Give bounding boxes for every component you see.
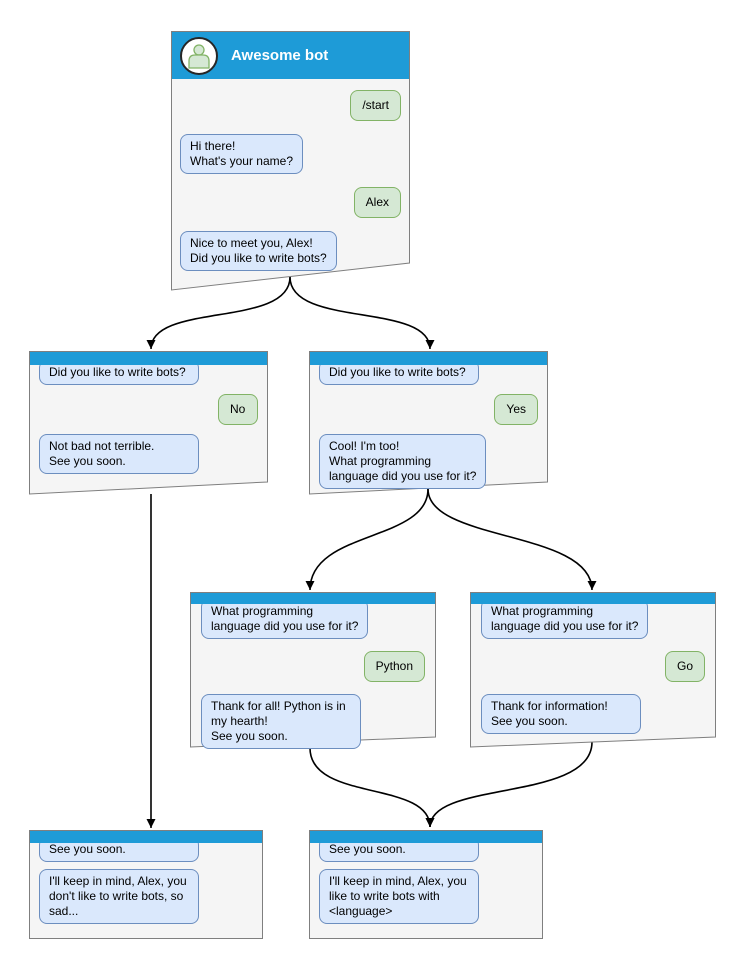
user-message: Alex xyxy=(353,187,401,218)
chat-header xyxy=(30,352,267,365)
chat-body: What programming language did you use fo… xyxy=(470,599,716,734)
chat-window-branch-yes: Did you like to write bots? Yes Cool! I'… xyxy=(309,351,548,495)
chat-body: See you soon. I'll keep in mind, Alex, y… xyxy=(29,837,263,924)
edge-yes-to-go xyxy=(427,488,597,591)
chat-body: Did you like to write bots? No Not bad n… xyxy=(29,360,268,474)
bot-message: Hi there! What's your name? xyxy=(180,134,304,174)
chat-header xyxy=(310,352,547,365)
chat-window-end-no: See you soon. I'll keep in mind, Alex, y… xyxy=(29,830,263,939)
chat-window-branch-no: Did you like to write bots? No Not bad n… xyxy=(29,351,268,495)
person-icon xyxy=(188,43,210,69)
bot-message: I'll keep in mind, Alex, you don't like … xyxy=(39,869,199,924)
bot-message: Cool! I'm too! What programming language… xyxy=(319,434,487,489)
user-message: Yes xyxy=(494,394,538,425)
edge-python-to-end xyxy=(309,747,435,828)
bot-message: What programming language did you use fo… xyxy=(481,599,649,639)
chat-header xyxy=(30,831,262,843)
chat-window-root: Awesome bot /start Hi there! What's your… xyxy=(171,31,410,291)
avatar xyxy=(180,36,218,75)
chat-window-branch-go: What programming language did you use fo… xyxy=(470,592,716,748)
chat-window-branch-python: What programming language did you use fo… xyxy=(190,592,436,749)
chat-window-end-yes: See you soon. I'll keep in mind, Alex, y… xyxy=(309,830,543,939)
bot-message: Thank for information! See you soon. xyxy=(481,694,641,734)
edge-yes-to-python xyxy=(305,488,429,591)
window-title: Awesome bot xyxy=(231,47,329,64)
bot-message: Not bad not terrible. See you soon. xyxy=(39,434,199,474)
edge-go-to-end xyxy=(425,741,593,828)
chat-body: /start Hi there! What's your name? Alex … xyxy=(171,90,410,271)
user-message: Go xyxy=(664,651,705,682)
bot-message: Thank for all! Python is in my hearth! S… xyxy=(201,694,361,749)
chat-header: Awesome bot xyxy=(172,32,409,79)
bot-message: Nice to meet you, Alex! Did you like to … xyxy=(180,231,337,271)
user-message: No xyxy=(218,394,258,425)
bot-message: What programming language did you use fo… xyxy=(201,599,369,639)
chat-header xyxy=(471,593,715,604)
chat-header xyxy=(310,831,542,843)
user-message: Python xyxy=(363,651,425,682)
chat-body: Did you like to write bots? Yes Cool! I'… xyxy=(309,360,548,489)
chat-header xyxy=(191,593,435,604)
user-message: /start xyxy=(350,90,401,121)
chat-body: What programming language did you use fo… xyxy=(190,599,436,749)
bot-message: I'll keep in mind, Alex, you like to wri… xyxy=(319,869,479,924)
chat-body: See you soon. I'll keep in mind, Alex, y… xyxy=(309,837,543,924)
